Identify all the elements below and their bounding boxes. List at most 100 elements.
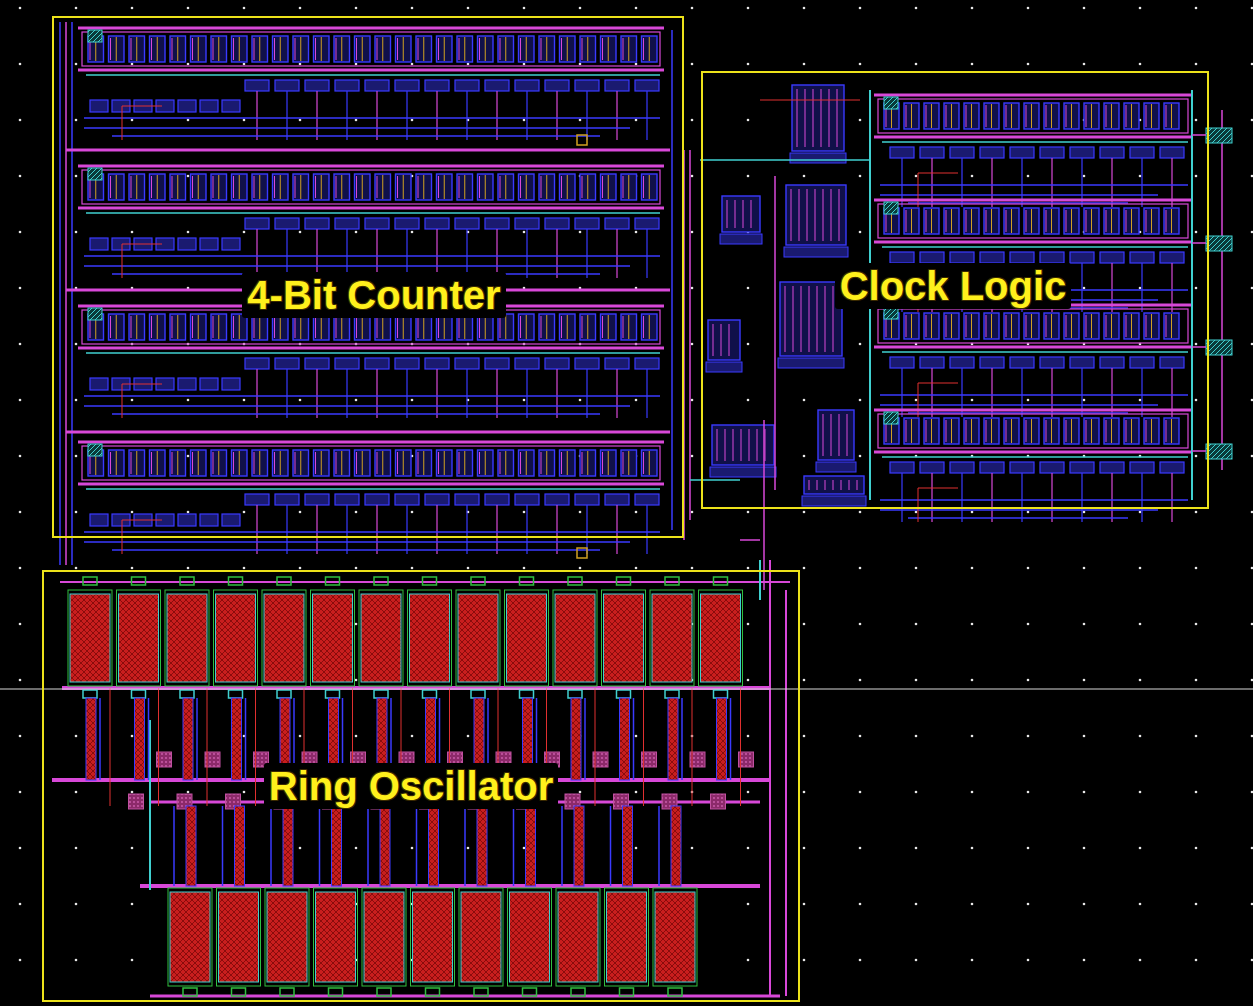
logic-cell	[478, 36, 494, 62]
contact-tab	[83, 577, 97, 585]
poly-gate	[628, 37, 629, 61]
poly-gate	[587, 175, 588, 199]
metal-wire	[1106, 210, 1107, 232]
metal-wire	[586, 505, 587, 554]
metal-wire	[646, 91, 647, 140]
metal-wire	[541, 38, 542, 60]
poly-gate	[571, 698, 581, 780]
contact-cell	[455, 218, 479, 229]
cursor-line	[0, 689, 1253, 690]
metal-wire	[805, 89, 806, 147]
metal-wire	[582, 38, 583, 60]
poly-wire	[760, 100, 860, 101]
metal-wire	[926, 420, 927, 442]
logic-cell	[984, 418, 999, 444]
metal-wire	[173, 806, 175, 886]
diffusion	[117, 590, 161, 686]
metal-wire	[880, 509, 1158, 511]
metal-wire	[500, 316, 501, 338]
poly-gate	[300, 37, 301, 61]
metal-wire	[500, 176, 501, 198]
diffusion	[362, 888, 406, 986]
metal-wire	[192, 316, 193, 338]
logic-cell	[904, 208, 919, 234]
logic-cell	[580, 450, 596, 476]
metal-wire	[556, 505, 557, 554]
poly-gate	[464, 451, 465, 475]
contact-cell	[1010, 252, 1034, 263]
metal-wire	[961, 473, 962, 522]
metal-wire	[376, 505, 377, 554]
contact-cell	[575, 358, 599, 369]
logic-cell	[964, 313, 979, 339]
poly-gate	[1071, 419, 1072, 443]
metal-wire	[991, 473, 992, 522]
logic-cell	[642, 36, 658, 62]
logic-cell	[252, 174, 268, 200]
transistor	[170, 892, 210, 982]
poly-gate	[362, 175, 363, 199]
metal-wire	[610, 806, 612, 886]
metal-wire	[397, 316, 398, 338]
logic-cell	[191, 314, 207, 340]
logic-cell	[539, 174, 555, 200]
metal-wire	[84, 405, 630, 407]
metal-wire	[464, 806, 466, 886]
via	[129, 794, 144, 809]
cell-row	[878, 204, 1188, 238]
logic-cell	[334, 174, 350, 200]
contact-tab	[229, 577, 243, 585]
poly-wire	[595, 688, 596, 806]
logic-cell	[621, 174, 637, 200]
metal-wire	[213, 452, 214, 474]
poly-wire	[122, 520, 162, 521]
contact-cell	[222, 238, 240, 250]
power-rail	[78, 165, 664, 168]
metal-wire	[602, 316, 603, 338]
contact-cell	[200, 378, 218, 390]
metal-wire	[831, 414, 832, 456]
contact-cell	[90, 100, 108, 112]
logic-cell	[621, 314, 637, 340]
poly-gate	[259, 451, 260, 475]
logic-cell	[129, 36, 145, 62]
logic-cell	[621, 36, 637, 62]
logic-cell	[232, 450, 248, 476]
transistor	[313, 594, 353, 682]
poly-gate	[135, 698, 145, 780]
metal-wire	[84, 265, 630, 267]
metal-wire	[151, 452, 152, 474]
poly-gate	[505, 37, 506, 61]
logic-cell	[478, 174, 494, 200]
metal-wire	[556, 369, 557, 418]
poly-gate	[1031, 104, 1032, 128]
metal-wire	[526, 369, 527, 418]
poly-gate	[423, 315, 424, 339]
logic-cell	[109, 36, 125, 62]
poly-gate	[362, 451, 363, 475]
contact-cell	[545, 218, 569, 229]
metal-wire	[112, 135, 600, 137]
transistor	[510, 892, 550, 982]
logic-cell	[1064, 313, 1079, 339]
logic-cell	[293, 36, 309, 62]
contact-tab	[132, 577, 146, 585]
transistor	[364, 892, 404, 982]
metal-wire	[813, 89, 814, 147]
power-rail	[78, 207, 664, 210]
logic-cell	[964, 208, 979, 234]
metal-wire	[479, 38, 480, 60]
logic-cell	[519, 36, 535, 62]
logic-cell	[818, 410, 854, 460]
contact-cell	[222, 100, 240, 112]
diffusion	[508, 888, 552, 986]
metal-wire	[643, 38, 644, 60]
metal-wire	[901, 473, 902, 522]
metal-wire	[946, 315, 947, 337]
metal-wire	[233, 316, 234, 338]
metal-wire	[315, 38, 316, 60]
logic-cell	[1024, 418, 1039, 444]
metal-wire	[586, 229, 587, 278]
poly-gate	[608, 37, 609, 61]
contact-tab	[617, 577, 631, 585]
